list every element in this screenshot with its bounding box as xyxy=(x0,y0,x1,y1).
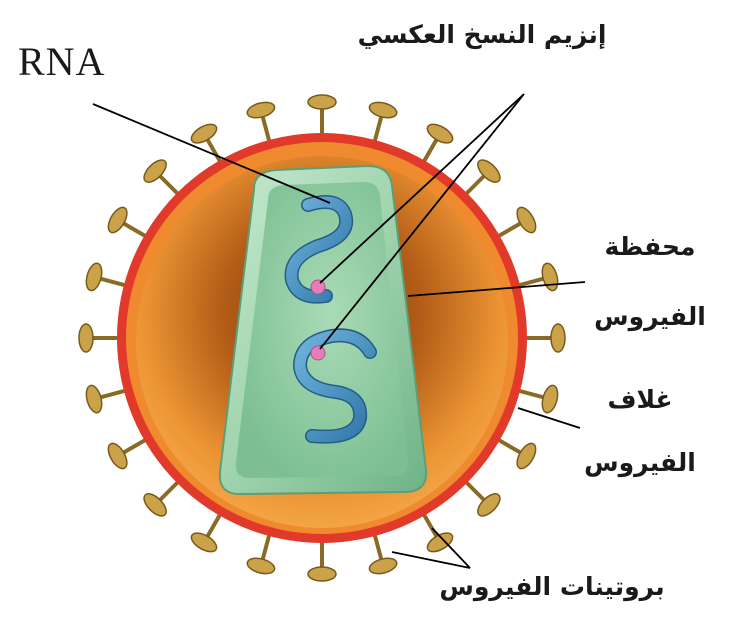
spike-head xyxy=(105,204,131,235)
surface-protein-spike xyxy=(105,437,151,472)
surface-protein-spike xyxy=(105,204,151,239)
surface-protein-spike xyxy=(493,204,539,239)
spike-head xyxy=(540,384,561,415)
label-capsid-line2: الفيروس xyxy=(590,302,710,331)
surface-protein-spike xyxy=(140,478,182,520)
spike-head xyxy=(188,121,219,147)
spike-head xyxy=(368,100,399,121)
spike-head xyxy=(188,529,219,555)
surface-protein-spike xyxy=(188,509,223,555)
reverse-transcriptase-2 xyxy=(311,346,325,360)
reverse-transcriptase-1 xyxy=(311,280,325,294)
spike-head xyxy=(551,324,565,352)
label-envelope-line1: غلاف xyxy=(580,385,700,414)
surface-protein-spike xyxy=(421,121,456,167)
surface-protein-spike xyxy=(140,156,182,198)
label-capsid-line1: محفظة xyxy=(590,232,710,261)
spike-head xyxy=(308,567,336,581)
spike-head xyxy=(513,204,539,235)
spike-head xyxy=(79,324,93,352)
spike-head xyxy=(513,440,539,471)
label-reverse-transcriptase: إنزيم النسخ العكسي xyxy=(332,20,632,49)
surface-protein-spike xyxy=(462,478,504,520)
label-envelope-line2: الفيروس xyxy=(580,448,700,477)
surface-protein-spike xyxy=(493,437,539,472)
spike-head xyxy=(540,262,561,293)
spike-head xyxy=(368,556,399,577)
spike-head xyxy=(246,100,277,121)
spike-head xyxy=(424,529,455,555)
spike-head xyxy=(308,95,336,109)
spike-head xyxy=(84,384,105,415)
spike-head xyxy=(246,556,277,577)
spike-head xyxy=(424,121,455,147)
label-rna: RNA xyxy=(18,38,105,85)
surface-protein-spike xyxy=(188,121,223,167)
spike-head xyxy=(84,262,105,293)
label-viral-proteins: بروتينات الفيروس xyxy=(402,572,702,601)
spike-head xyxy=(105,440,131,471)
